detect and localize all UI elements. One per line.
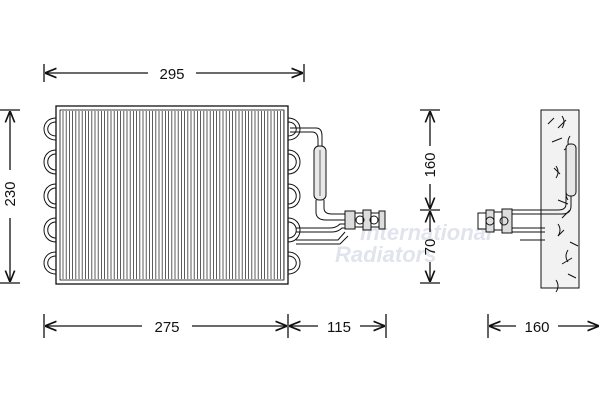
dim-height: 230 [2, 181, 19, 206]
core-fins [62, 111, 285, 279]
left-tube-bends [43, 117, 57, 275]
pipe-assembly [290, 127, 386, 245]
evaporator-core [55, 105, 289, 285]
dim-lower-offset: 70 [422, 239, 439, 256]
dim-core-width: 275 [154, 319, 179, 336]
right-tube-bends [287, 117, 301, 275]
dimension-lines [0, 64, 598, 338]
dim-pipe-width: 115 [327, 319, 351, 336]
dim-top-width: 295 [159, 66, 184, 83]
dim-side-width: 160 [524, 319, 549, 336]
watermark-line2: Radiators [335, 242, 436, 267]
watermark: International Radiators [335, 220, 493, 267]
dim-upper-offset: 160 [422, 152, 439, 177]
evaporator-side-view [477, 109, 580, 293]
